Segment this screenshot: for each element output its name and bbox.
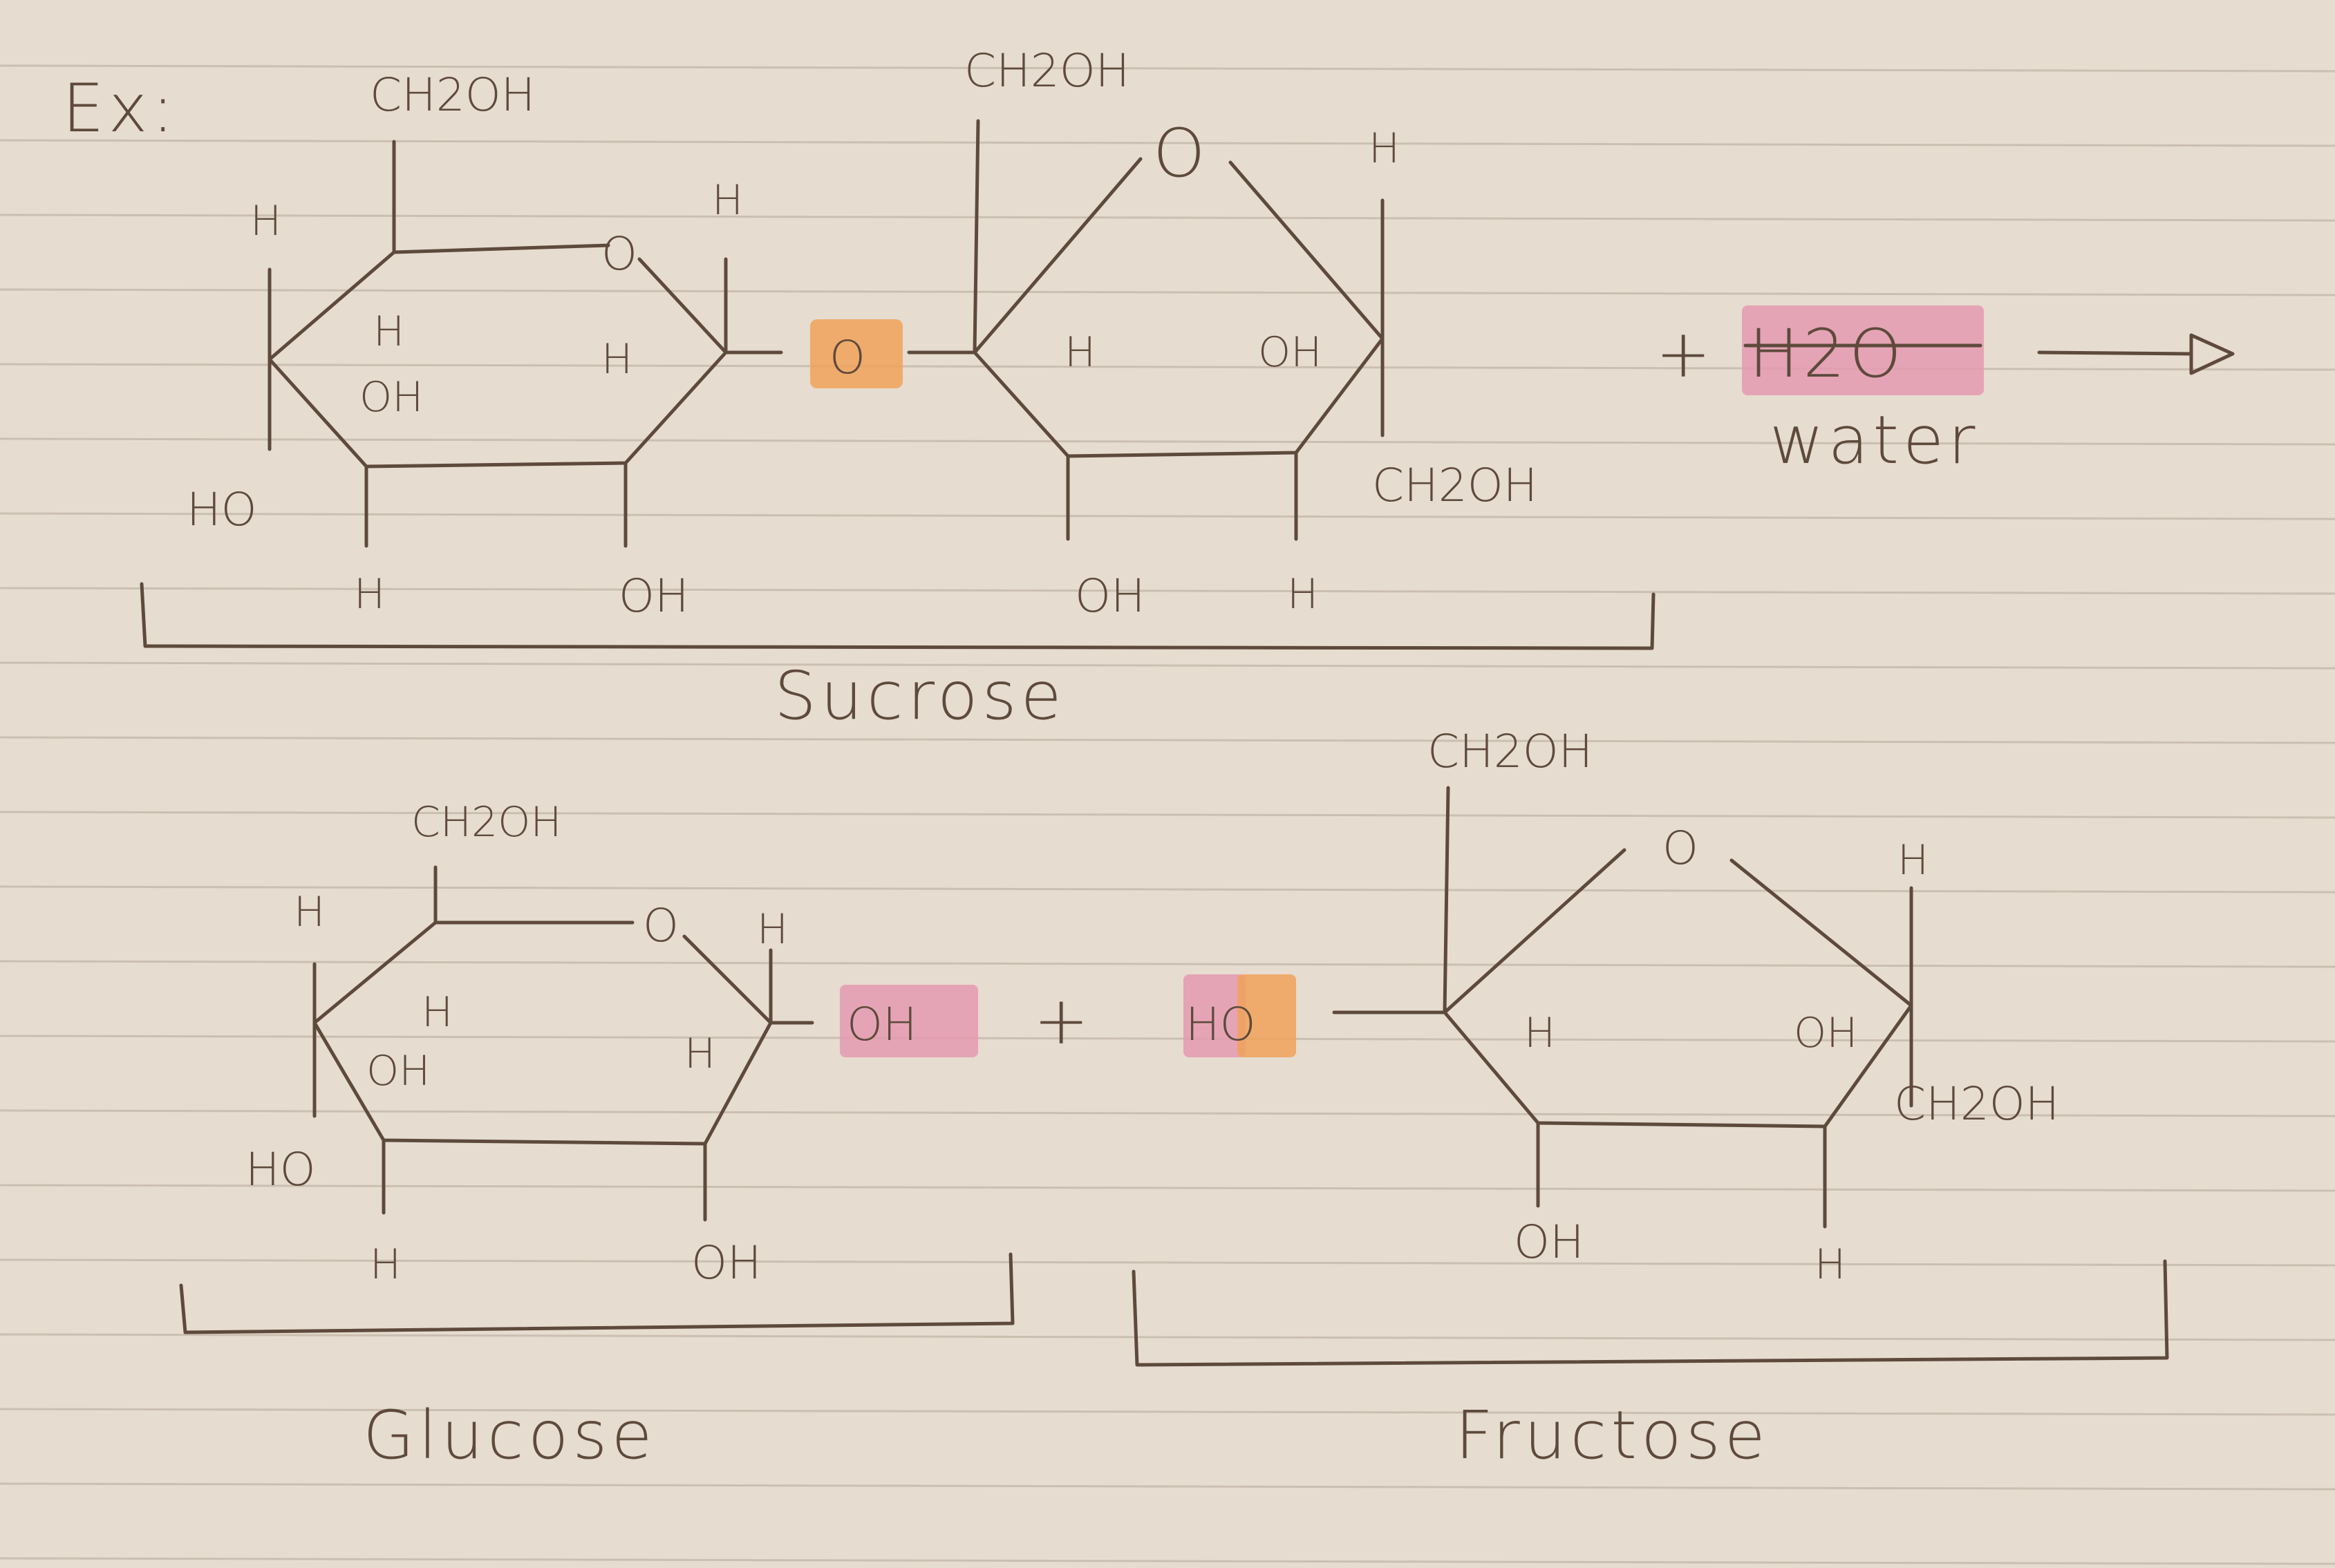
c4-ho-label: HO (187, 483, 257, 536)
ch2oh-right-label: CH2OH (1894, 1077, 2059, 1131)
ho-group-label: HO (1185, 998, 1256, 1051)
sucrose-fructose-ring: CH2OH O H H OH CH2OH OH H (964, 44, 1537, 623)
c2-hydroxyl-label: OH (691, 1236, 762, 1290)
fructose-bracket (1132, 1259, 2169, 1367)
top-right-hydrogen-label: H (1369, 124, 1400, 173)
bottom-hydroxyl-label: OH (1075, 569, 1145, 623)
c2-inner-hydrogen-label: H (601, 335, 632, 384)
water-formula: H2O (1749, 315, 1906, 393)
c4-ho-label: HO (245, 1143, 316, 1196)
ruled-line (0, 1408, 2335, 1416)
products-plus-sign: + (1033, 982, 1093, 1059)
ruled-line (0, 885, 2335, 894)
c3-bottom-hydrogen-label: H (370, 1240, 401, 1289)
c4-hydroxyl-label: OH (359, 373, 423, 422)
example-heading: Ex: (62, 70, 178, 147)
ruled-line (0, 1557, 2335, 1565)
glucose-product: CH2OH O H H H OH H OH HO H OH Glucose (179, 798, 1015, 1474)
ruled-line (0, 1109, 2335, 1117)
ruled-line (0, 288, 2335, 296)
inner-left-hydrogen-label: H (1065, 328, 1096, 377)
ch2oh-top-label: CH2OH (1427, 725, 1593, 778)
fructose-substituent-bonds (973, 119, 1385, 541)
c5-hydrogen-label: H (294, 888, 325, 936)
ruled-line (0, 512, 2335, 520)
ch2oh-label: CH2OH (411, 798, 562, 847)
sucrose-glucose-ring: CH2OH O H H H OH H HO H OH (187, 68, 783, 623)
ruled-line (0, 1482, 2335, 1491)
inner-right-hydroxyl-label: OH (1794, 1009, 1857, 1057)
fructose-label: Fructose (1455, 1397, 1770, 1474)
reaction-arrow (2037, 333, 2235, 375)
glucose-substituent-bonds (268, 140, 783, 548)
ch2oh-top-label: CH2OH (964, 44, 1129, 97)
water-highlight (1742, 305, 1984, 395)
ruled-line (0, 437, 2335, 446)
ruled-line (0, 1035, 2335, 1043)
c2-hydroxyl-label: OH (619, 569, 689, 623)
bottom-hydrogen-label: H (1287, 570, 1318, 618)
bottom-hydroxyl-label: OH (1514, 1216, 1584, 1269)
inner-left-hydrogen-label: H (1524, 1009, 1555, 1057)
ruled-lines (0, 64, 2335, 1565)
ruled-line (0, 214, 2335, 222)
sucrose-bracket (140, 582, 1656, 650)
ruled-line (0, 139, 2335, 147)
sucrose-molecule: CH2OH O H H H OH H HO H OH O CH2OH O H H… (140, 44, 1656, 735)
c4-inner-hydrogen-label: H (373, 308, 404, 356)
ruled-line (0, 587, 2335, 595)
plus-sign: + (1656, 315, 1715, 393)
bridge-oxygen-label: O (829, 331, 865, 384)
ring-oxygen-label: O (643, 899, 679, 952)
ruled-line (0, 1333, 2335, 1341)
ruled-line (0, 64, 2335, 73)
ring-oxygen-label: O (1153, 115, 1210, 192)
c4-hydroxyl-label: OH (366, 1047, 430, 1095)
bridge-oxygen-highlight (810, 319, 903, 388)
bottom-hydrogen-label: H (1814, 1240, 1846, 1289)
ch2oh-right-label: CH2OH (1372, 459, 1537, 512)
ruled-line (0, 811, 2335, 819)
glucose-label: Glucose (363, 1397, 657, 1474)
c1-hydrogen-label: H (757, 905, 788, 954)
ruled-line (0, 1258, 2335, 1267)
ch2oh-label: CH2OH (370, 68, 535, 122)
top-right-hydrogen-label: H (1897, 836, 1929, 885)
c5-hydrogen-label: H (250, 197, 281, 245)
c4-inner-hydrogen-label: H (422, 988, 453, 1037)
glucose-bracket (179, 1252, 1015, 1334)
glucose-substituent-bonds (312, 865, 814, 1222)
c2-inner-hydrogen-label: H (684, 1030, 715, 1078)
fructose-h-highlight (1183, 974, 1246, 1057)
ring-oxygen-label: O (601, 227, 637, 281)
ring-oxygen-label: O (1662, 822, 1698, 875)
anomeric-hydroxyl-label: OH (847, 998, 917, 1051)
fructose-substituent-bonds (1443, 786, 1913, 1229)
water-label: water (1770, 402, 1980, 479)
sucrose-label: Sucrose (774, 657, 1066, 735)
fructose-product: HO CH2OH O H H OH CH2OH OH H Fructose (1132, 725, 2169, 1474)
c3-bottom-hydrogen-label: H (354, 570, 385, 618)
ruled-line (0, 736, 2335, 744)
glucose-oh-highlight (840, 985, 978, 1057)
inner-right-hydroxyl-label: OH (1258, 328, 1322, 377)
ruled-line (0, 661, 2335, 670)
c1-hydrogen-label: H (712, 176, 743, 225)
fructose-o-highlight (1237, 974, 1296, 1057)
ruled-line (0, 1184, 2335, 1192)
